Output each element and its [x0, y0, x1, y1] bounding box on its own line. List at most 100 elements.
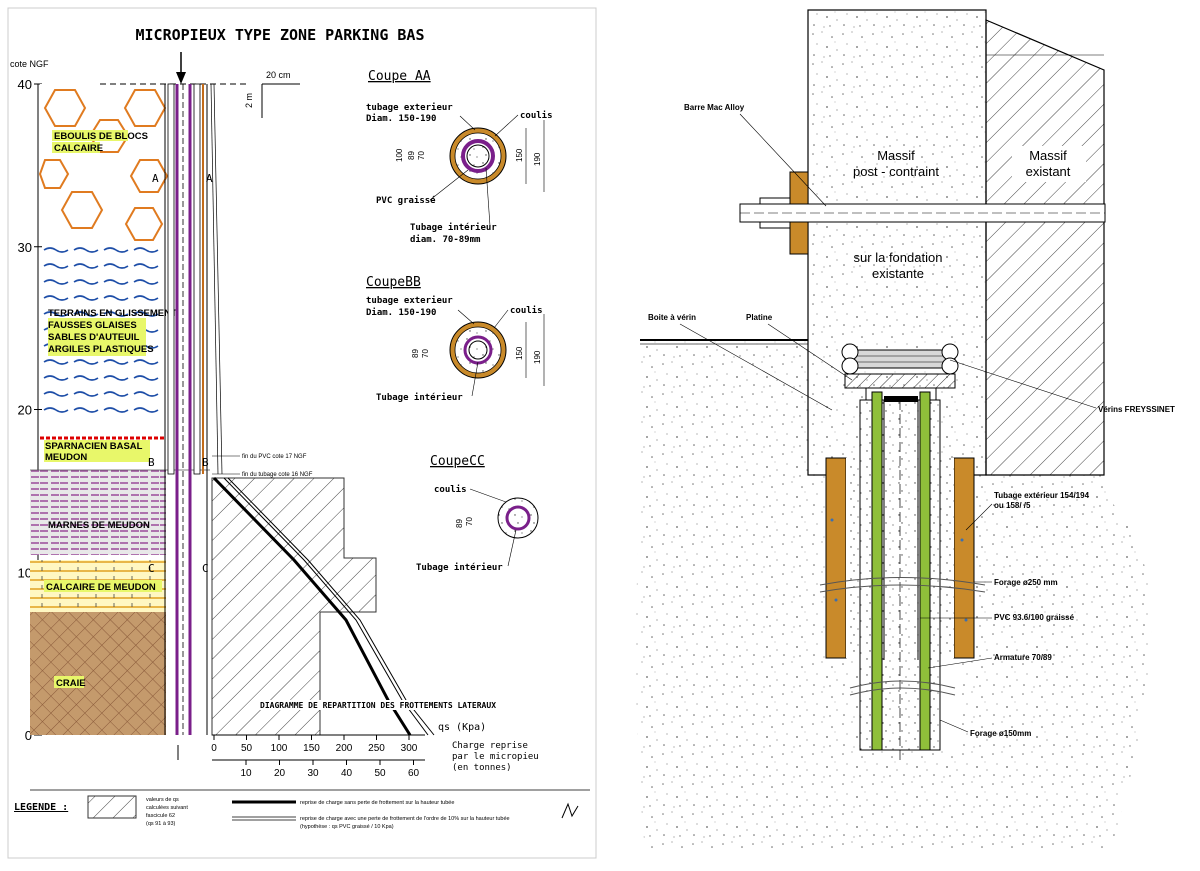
- clay-mark: [133, 279, 159, 285]
- clay-mark: [73, 311, 99, 317]
- right-panel: Massif post - contraint Massif existant …: [636, 9, 1175, 850]
- jack-plates: [844, 349, 956, 369]
- clay-mark: [133, 407, 159, 413]
- clay-mark: [73, 407, 99, 413]
- jack-roll: [941, 357, 959, 375]
- signature-mark: [561, 802, 579, 819]
- coupe-aa-grout: coulis: [520, 110, 553, 121]
- clay-mark: [43, 295, 69, 301]
- block-shape: [123, 89, 167, 127]
- axis-tick-label: 30: [18, 240, 32, 255]
- left-title: MICROPIEUX TYPE ZONE PARKING BAS: [136, 26, 425, 44]
- legend-line-2b: (hypothèse : qs PVC graissé / 10 Kpa): [300, 824, 394, 830]
- clay-mark: [103, 407, 129, 413]
- label-tubage: Tubage extérieur 154/194: [994, 491, 1090, 500]
- label-calcaire: CALCAIRE DE MEUDON: [46, 582, 156, 593]
- coupe-aa-dim-89: 89: [407, 151, 416, 160]
- leader-line: [507, 529, 517, 567]
- charge-label-1: Charge reprise: [452, 741, 528, 751]
- label-armature: Armature 70/89: [994, 653, 1052, 662]
- legend: LEGENDE : valeurs de qs calculées suivan…: [14, 789, 590, 830]
- leader-line: [494, 114, 519, 137]
- grout-dot: [960, 538, 964, 542]
- massif-existant-line1: Massif: [1029, 148, 1067, 163]
- coupe-bb-dim-190: 190: [533, 350, 542, 364]
- coupe-bb-core: [468, 340, 488, 360]
- qs-tick-label: 100: [271, 743, 288, 754]
- qs-label: qs (Kpa): [438, 722, 486, 733]
- charge-tick-label: 30: [307, 768, 319, 779]
- slope-line: [213, 83, 223, 475]
- mac-alloy-bar: [739, 171, 1106, 255]
- leader-line: [767, 323, 853, 381]
- clay-mark: [103, 279, 129, 285]
- label-sparnacien-1: SPARNACIEN BASAL: [45, 441, 143, 452]
- reinforcement-left: [871, 391, 883, 751]
- coupe-bb-dim-150: 150: [515, 346, 524, 360]
- block-shape: [60, 191, 104, 229]
- outer-tube-right: [953, 457, 975, 659]
- grout-dot: [830, 518, 834, 522]
- leader-line: [493, 309, 509, 329]
- clay-mark: [133, 375, 159, 381]
- massif-post-line1: Massif: [877, 148, 915, 163]
- label-highlight: [52, 130, 128, 141]
- clay-mark: [103, 311, 129, 317]
- label-platine: Platine: [746, 313, 773, 322]
- clay-mark: [73, 295, 99, 301]
- note-pvc-end: fin du PVC cote 17 NGF: [242, 454, 307, 460]
- label-highlight: [44, 580, 162, 592]
- coupe-cc-inner: Tubage intérieur: [416, 562, 503, 573]
- coupe-cc-dim-89: 89: [455, 519, 464, 528]
- grout-dot: [834, 598, 838, 602]
- break-line: [849, 680, 956, 689]
- clay-mark: [103, 247, 129, 253]
- platine-plate: [844, 373, 956, 389]
- legend-line-2a: reprise de charge avec une perte de frot…: [300, 816, 510, 822]
- coupe-aa-outer: tubage exterieur: [366, 102, 453, 113]
- coupe-aa: Coupe AA tubage exterieur Diam. 150-190 …: [366, 69, 553, 245]
- stratum-craie: [30, 612, 166, 735]
- clay-mark: [73, 359, 99, 365]
- coupe-aa-pvc: PVC graissé: [376, 195, 436, 206]
- label-glissement-2: FAUSSES GLAISES: [48, 320, 137, 331]
- reinforcement-right: [919, 391, 931, 751]
- leader-line: [485, 167, 491, 227]
- charge-tick-label: 60: [408, 768, 420, 779]
- block-shape: [129, 159, 169, 193]
- micropile: [819, 391, 986, 760]
- coupe-bb-outer-diam: Diam. 150-190: [366, 307, 436, 318]
- coupe-cc: CoupeCC coulis Tubage intérieur 89 70: [416, 454, 539, 573]
- coupe-aa-dim-70: 70: [417, 151, 426, 160]
- leader-line: [469, 488, 507, 503]
- pile-cap: [884, 396, 918, 402]
- block-shape: [43, 89, 87, 127]
- label-highlight: [52, 142, 100, 153]
- clay-mark: [103, 391, 129, 397]
- clay-mark: [43, 407, 69, 413]
- clay-mark: [43, 247, 69, 253]
- clay-mark: [43, 359, 69, 365]
- legend-hatch-1: valeurs de qs: [146, 797, 179, 803]
- section-mark-a-right: A: [206, 172, 213, 185]
- leader-line: [429, 169, 469, 201]
- qs-tick-label: 150: [303, 743, 320, 754]
- clay-mark: [133, 263, 159, 269]
- break-line: [819, 577, 986, 586]
- scale-horizontal: 20 cm: [266, 70, 291, 80]
- clay-mark: [133, 247, 159, 253]
- charge-curve-no-loss: [212, 476, 412, 736]
- coupe-bb-inner: Tubage intérieur: [376, 392, 463, 403]
- friction-diagram: DIAGRAMME DE REPARTITION DES FROTTEMENTS…: [211, 476, 539, 779]
- block-shape: [124, 207, 164, 241]
- massif-existant-label-bg: [1012, 146, 1086, 182]
- label-boite: Boite à vérin: [648, 313, 696, 322]
- diagram-title: DIAGRAMME DE REPARTITION DES FROTTEMENTS…: [260, 701, 496, 710]
- coupe-aa-outer-diam: Diam. 150-190: [366, 113, 436, 124]
- label-pvc: PVC 93.6/100 graissé: [994, 613, 1075, 622]
- legend-hatch-swatch: [87, 795, 137, 819]
- label-forage-150: Forage ø150mm: [970, 729, 1031, 738]
- clay-mark: [43, 311, 69, 317]
